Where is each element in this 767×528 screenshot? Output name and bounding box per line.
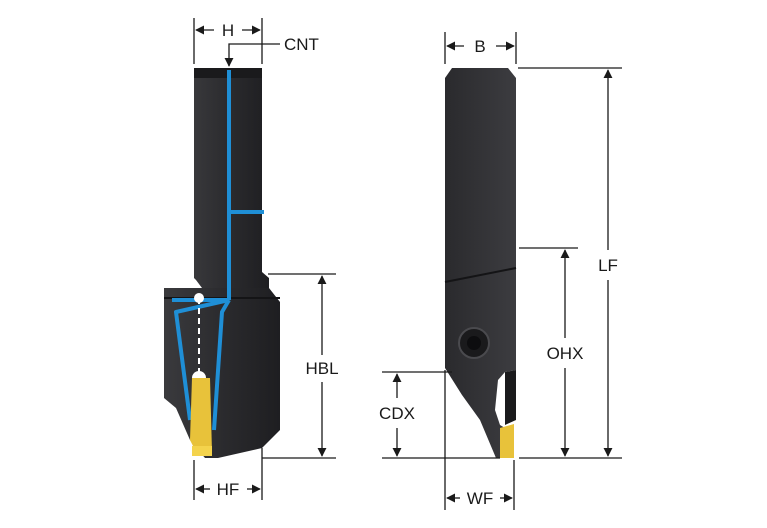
label-ohx: OHX: [547, 344, 584, 363]
label-cdx: CDX: [379, 404, 415, 423]
label-hf: HF: [217, 480, 240, 499]
dimension-lines: [193, 18, 622, 510]
side-shank: [445, 68, 516, 282]
side-head: [445, 268, 516, 458]
clamp-screw-socket: [467, 336, 481, 350]
label-cnt: CNT: [284, 35, 319, 54]
label-wf: WF: [467, 489, 493, 508]
front-insert-tip: [192, 446, 212, 456]
side-insert: [500, 424, 514, 458]
front-pivot-dot-top: [194, 293, 204, 303]
front-insert: [190, 378, 212, 452]
front-view: [164, 68, 280, 458]
label-b: B: [474, 37, 485, 56]
label-h: H: [222, 21, 234, 40]
side-parting-line: [444, 267, 517, 283]
front-shank-notch: [183, 250, 194, 278]
side-insert-pocket: [505, 370, 516, 425]
label-hbl: HBL: [305, 359, 338, 378]
side-view: [444, 68, 517, 458]
label-lf: LF: [598, 256, 618, 275]
coolant-channels: [172, 70, 264, 431]
